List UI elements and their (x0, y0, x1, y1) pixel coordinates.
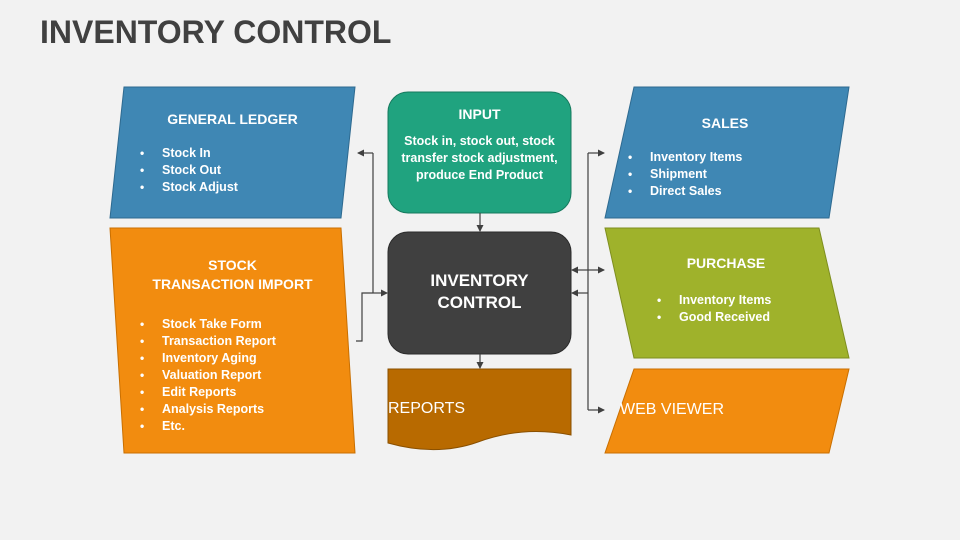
list-item: Shipment (628, 166, 830, 183)
list-item: Transaction Report (140, 333, 325, 350)
general-ledger-block: GENERAL LEDGER Stock In Stock Out Stock … (140, 110, 325, 196)
sales-list: Inventory Items Shipment Direct Sales (620, 149, 830, 200)
list-item: Valuation Report (140, 367, 325, 384)
web-viewer-shape (604, 368, 850, 454)
list-item: Direct Sales (628, 183, 830, 200)
stock-import-block: STOCK TRANSACTION IMPORT Stock Take Form… (140, 256, 325, 435)
list-item: Stock Out (140, 162, 325, 179)
general-ledger-heading: GENERAL LEDGER (167, 111, 298, 127)
list-item: Inventory Items (657, 292, 832, 309)
list-item: Stock Adjust (140, 179, 325, 196)
input-heading: INPUT (458, 106, 501, 122)
list-item: Inventory Aging (140, 350, 325, 367)
inventory-control-line2: CONTROL (437, 293, 522, 312)
list-item: Inventory Items (628, 149, 830, 166)
list-item: Analysis Reports (140, 401, 325, 418)
list-item: Etc. (140, 418, 325, 435)
input-block: INPUT Stock in, stock out, stock transfe… (398, 105, 561, 184)
list-item: Stock In (140, 145, 325, 162)
sales-heading: SALES (701, 115, 749, 131)
stock-import-heading-1: STOCK (208, 257, 257, 273)
web-viewer-heading: WEB VIEWER (620, 401, 725, 418)
list-item: Good Received (657, 309, 832, 326)
input-text: Stock in, stock out, stock transfer stoc… (401, 134, 558, 182)
stock-import-heading-2: TRANSACTION IMPORT (152, 276, 313, 292)
inventory-control-block: INVENTORY CONTROL (388, 270, 571, 314)
list-item: Stock Take Form (140, 316, 325, 333)
purchase-block: PURCHASE Inventory Items Good Received (620, 254, 832, 326)
sales-block: SALES Inventory Items Shipment Direct Sa… (620, 114, 830, 200)
page-title: INVENTORY CONTROL (40, 14, 392, 50)
list-item: Edit Reports (140, 384, 325, 401)
connector-from-stock-import (356, 292, 373, 342)
reports-heading: REPORTS (388, 400, 466, 417)
inventory-control-line1: INVENTORY (430, 271, 529, 290)
reports-shape (387, 368, 572, 451)
stock-import-list: Stock Take Form Transaction Report Inven… (140, 316, 325, 435)
connector-lines (356, 149, 605, 414)
purchase-heading: PURCHASE (686, 255, 766, 271)
general-ledger-list: Stock In Stock Out Stock Adjust (140, 145, 325, 196)
purchase-list: Inventory Items Good Received (620, 292, 832, 326)
